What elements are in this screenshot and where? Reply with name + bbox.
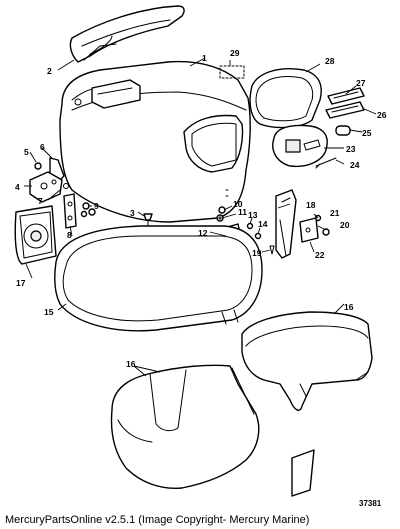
part-grommet[interactable] [335,125,351,136]
part-washer-11[interactable] [216,214,224,222]
part-fastener-20[interactable] [322,228,330,236]
callout-4: 4 [15,182,20,192]
part-screw-5[interactable] [34,162,42,170]
callout-24: 24 [350,160,360,170]
part-fastener-14[interactable] [254,232,262,240]
callout-12: 12 [198,228,208,238]
callout-8: 8 [67,230,72,240]
callout-2: 2 [47,66,52,76]
part-latch-cover[interactable] [14,205,57,265]
callout-7: 7 [38,196,43,206]
callout-18: 18 [306,200,316,210]
callout-25: 25 [362,128,372,138]
part-decal-strip[interactable] [219,65,245,79]
part-pin[interactable] [315,157,337,169]
part-fasteners-9[interactable] [80,202,96,218]
part-bracket-22[interactable] [299,217,319,243]
callout-14: 14 [258,219,268,229]
callout-29: 29 [230,48,240,58]
callout-26: 26 [377,110,387,120]
callout-16-left: 16 [126,359,136,369]
leader-lines [24,57,377,377]
part-latch-plate[interactable] [272,124,328,168]
callout-labels: 1 2 29 28 27 26 25 23 24 3 5 6 4 7 8 9 1… [15,48,387,508]
part-latch-bracket-4[interactable] [29,171,63,203]
callout-15: 15 [44,307,54,317]
callout-27: 27 [356,78,366,88]
part-support-bracket-18[interactable] [275,189,297,259]
callout-16-right: 16 [344,302,354,312]
part-lower-cowl-left[interactable] [110,364,315,497]
callout-9: 9 [94,201,99,211]
part-lower-cowl-right[interactable] [241,311,373,411]
callout-13: 13 [248,210,258,220]
callout-5: 5 [24,147,29,157]
callout-6: 6 [40,142,45,152]
drawing-number: 37381 [359,499,382,508]
callout-1: 1 [202,53,207,63]
part-seal[interactable] [54,225,263,332]
part-washer-7[interactable] [63,183,69,189]
part-screw-3[interactable] [143,213,153,227]
part-top-cowl[interactable] [59,60,251,223]
part-frame[interactable] [249,68,322,129]
part-fastener-13[interactable] [246,222,254,230]
callout-10: 10 [233,199,243,209]
callout-11: 11 [238,207,247,217]
part-screw-19[interactable] [269,245,275,255]
callout-17: 17 [16,278,26,288]
callout-23: 23 [346,144,356,154]
callout-28: 28 [325,56,335,66]
callout-22: 22 [315,250,325,260]
callout-19: 19 [252,248,262,258]
part-decal-27[interactable] [327,87,365,105]
callout-3: 3 [130,208,135,218]
callout-20: 20 [340,220,350,230]
image-caption: MercuryPartsOnline v2.5.1 (Image Copyrig… [5,514,310,526]
part-top-cover[interactable] [69,5,185,63]
callout-21: 21 [330,208,340,218]
part-lever-8[interactable] [63,193,77,229]
part-decal-26[interactable] [325,101,365,119]
